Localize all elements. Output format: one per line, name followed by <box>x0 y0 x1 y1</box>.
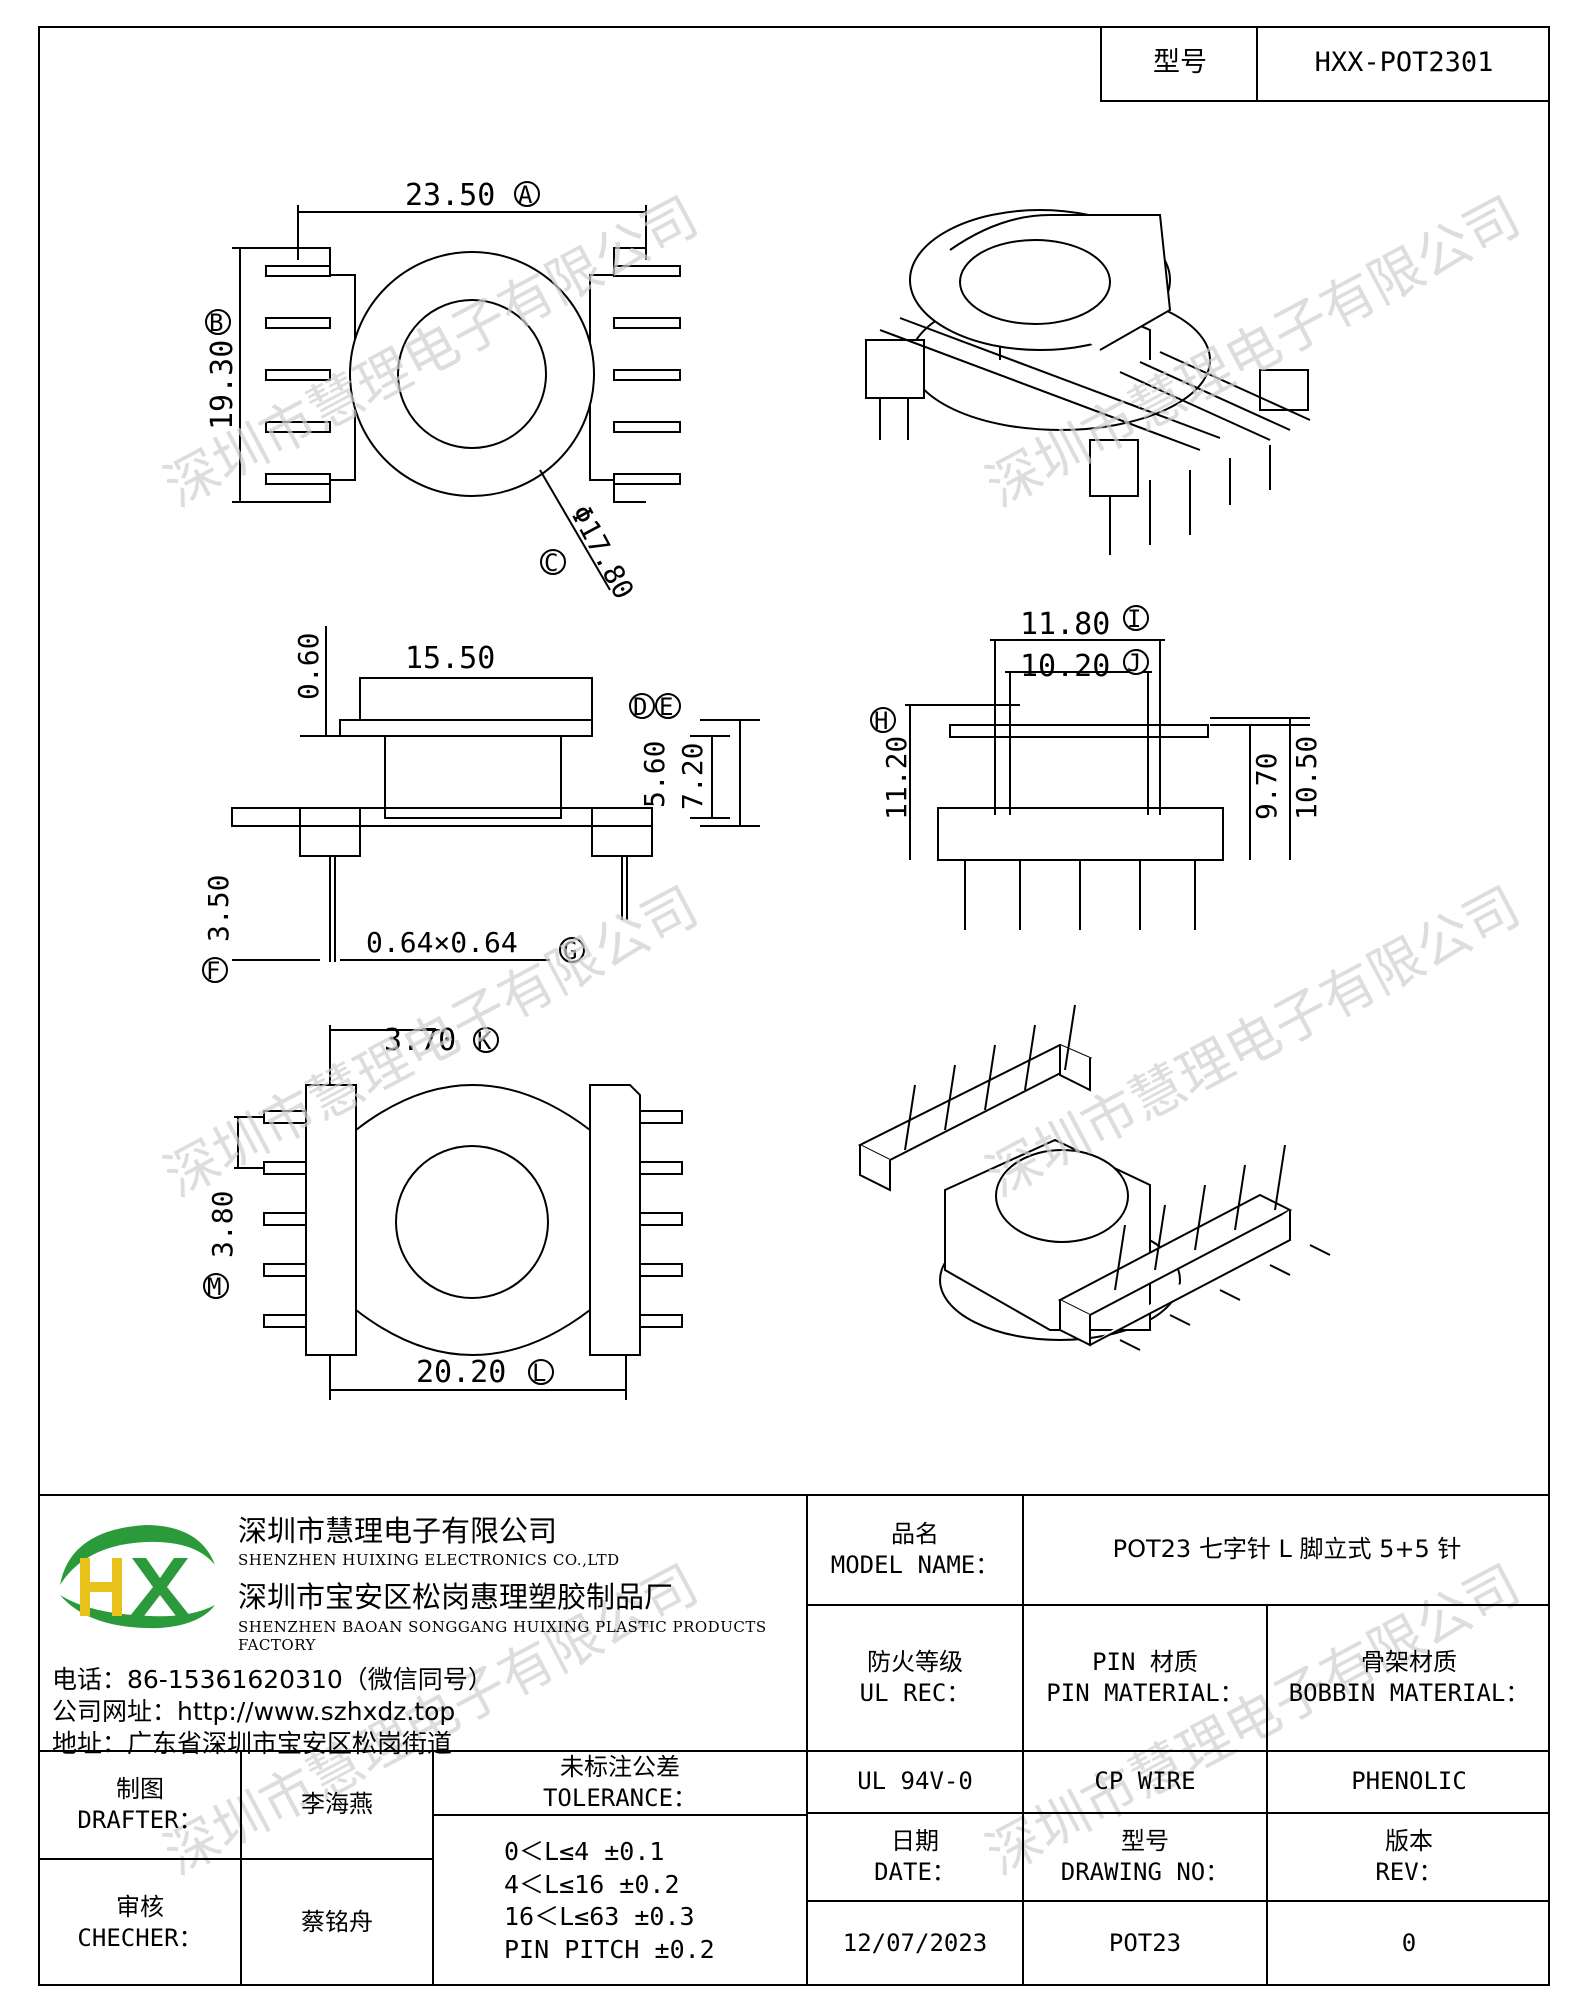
company-phone: 电话：86-15361620310（微信同号） <box>52 1665 493 1694</box>
tolerance-line: PIN PITCH ±0.2 <box>504 1934 715 1964</box>
tolerance-line: 16＜L≤63 ±0.3 <box>504 1902 695 1931</box>
side-view <box>231 626 760 962</box>
drawing-frame <box>38 26 1550 1986</box>
company-logo <box>60 1525 215 1629</box>
dim-i: 11.80 <box>1020 607 1110 642</box>
dim-top-gap: 0.60 <box>292 633 325 700</box>
rev-label: 版本 REV： <box>1375 1826 1443 1886</box>
technical-drawing: 23.50 A 19.30 B Φ17.80 C <box>202 178 1331 1400</box>
svg-text:L: L <box>532 1359 546 1387</box>
checker-label: 审核 CHECHER： <box>77 1892 203 1952</box>
title-block-top-line <box>38 1494 1550 1496</box>
rev-value: 0 <box>1401 1929 1417 1958</box>
dim-g: 0.64×0.64 <box>366 926 518 959</box>
pin-material-label: PIN 材质 PIN MATERIAL： <box>1046 1647 1244 1707</box>
svg-text:H: H <box>874 707 888 735</box>
company-name-en: SHENZHEN HUIXING ELECTRONICS CO.,LTD <box>238 1551 620 1569</box>
factory-name-cn: 深圳市宝安区松岗惠理塑胶制品厂 <box>238 1580 674 1614</box>
ul-label: 防火等级 UL REC： <box>859 1647 971 1707</box>
drawing-no-value: POT23 <box>1108 1929 1182 1958</box>
drafter-value: 李海燕 <box>301 1790 373 1819</box>
tolerance-label: 未标注公差 TOLERANCE： <box>542 1752 698 1812</box>
svg-text:J: J <box>1127 649 1141 677</box>
model-name-label: 品名 MODEL NAME： <box>830 1519 1000 1579</box>
date-value: 12/07/2023 <box>842 1929 988 1958</box>
type-label-cell: 型号 <box>1100 26 1258 102</box>
dim-c: Φ17.80 <box>564 500 641 605</box>
iso-view-top <box>865 209 1311 555</box>
pin-material-value: CP WIRE <box>1094 1767 1196 1796</box>
svg-text:A: A <box>518 181 533 209</box>
svg-text:I: I <box>1127 605 1141 633</box>
ul-value: UL 94V-0 <box>857 1767 973 1796</box>
company-website: 公司网址：http://www.szhxdz.top <box>52 1697 456 1726</box>
svg-text:B: B <box>209 309 223 337</box>
company-address: 地址：广东省深圳市宝安区松岗街道 <box>52 1729 453 1758</box>
dim-de-a: 5.60 <box>638 741 671 808</box>
dim-a: 23.50 <box>405 178 495 213</box>
svg-text:G: G <box>563 937 577 965</box>
model-name-value: POT23 七字针 L 脚立式 5+5 针 <box>1112 1535 1462 1564</box>
date-label: 日期 DATE： <box>874 1826 956 1886</box>
dim-h: 11.20 <box>880 736 913 820</box>
type-value-cell: HXX-POT2301 <box>1256 26 1550 102</box>
top-view <box>232 205 681 591</box>
tolerance-line: 0＜L≤4 ±0.1 <box>504 1837 665 1866</box>
dim-de-b: 7.20 <box>676 743 709 810</box>
svg-text:E: E <box>659 693 673 721</box>
tolerance-values: 0＜L≤4 ±0.1 4＜L≤16 ±0.2 16＜L≤63 ±0.3 PIN … <box>434 1816 806 1986</box>
drafter-label: 制图 DRAFTER： <box>77 1774 203 1834</box>
checker-value: 蔡铭舟 <box>301 1908 373 1937</box>
dim-f: 3.50 <box>202 875 235 942</box>
bobbin-material-label: 骨架材质 BOBBIN MATERIAL： <box>1288 1647 1530 1707</box>
iso-view-bottom <box>857 1004 1331 1351</box>
type-label: 型号 <box>1153 47 1207 79</box>
bottom-view <box>234 1025 683 1400</box>
company-info: 深圳市慧理电子有限公司 SHENZHEN HUIXING ELECTRONICS… <box>52 1498 812 1748</box>
dim-m: 3.80 <box>206 1191 239 1258</box>
svg-text:F: F <box>206 957 220 985</box>
type-value: HXX-POT2301 <box>1314 47 1494 79</box>
front-view <box>905 639 1310 930</box>
svg-text:C: C <box>544 549 558 577</box>
dim-k: 3.70 <box>384 1023 456 1058</box>
svg-text:D: D <box>633 693 647 721</box>
dim-h1: 9.70 <box>1250 753 1283 820</box>
svg-text:K: K <box>477 1027 492 1055</box>
factory-name-en: SHENZHEN BAOAN SONGGANG HUIXING PLASTIC … <box>238 1618 767 1654</box>
dim-b: 19.30 <box>205 340 240 430</box>
bobbin-material-value: PHENOLIC <box>1351 1767 1467 1796</box>
title-block-divider <box>806 1494 808 1986</box>
tolerance-line: 4＜L≤16 ±0.2 <box>504 1869 680 1899</box>
company-name-cn: 深圳市慧理电子有限公司 <box>238 1514 558 1548</box>
dim-l: 20.20 <box>416 1355 506 1390</box>
dim-h2: 10.50 <box>1290 736 1323 820</box>
dim-j: 10.20 <box>1020 649 1110 684</box>
dim-top-width: 15.50 <box>405 641 495 676</box>
svg-text:M: M <box>207 1273 221 1301</box>
drawing-no-label: 型号 DRAWING NO： <box>1060 1826 1230 1886</box>
